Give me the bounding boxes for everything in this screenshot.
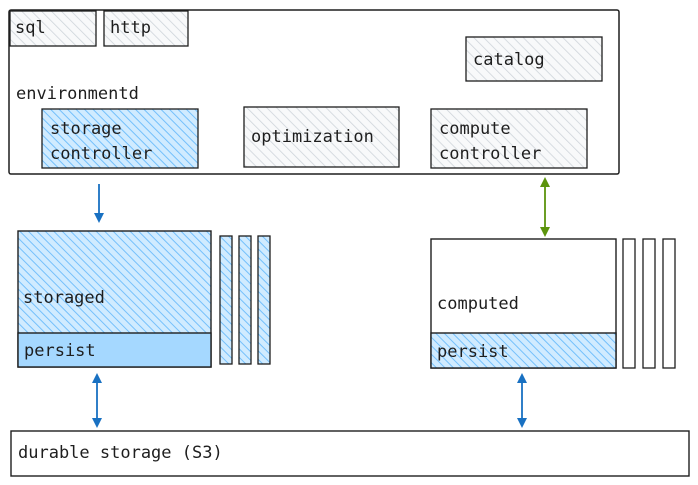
computed-replicas xyxy=(622,238,676,369)
optimization-box: optimization xyxy=(243,106,400,168)
storaged-box: storaged persist xyxy=(17,230,212,368)
storaged-replicas xyxy=(219,235,271,365)
optimization-label: optimization xyxy=(251,127,374,147)
catalog-label: catalog xyxy=(473,50,545,70)
computed-replica xyxy=(642,238,656,369)
computed-persist-label: persist xyxy=(437,342,509,362)
storaged-persist-label: persist xyxy=(24,341,96,361)
compute-controller-label-line2: controller xyxy=(439,144,541,164)
sql-label: sql xyxy=(15,18,46,38)
computed-label: computed xyxy=(437,294,519,314)
catalog-box: catalog xyxy=(465,36,603,82)
sql-box: sql xyxy=(9,10,97,47)
storage-controller-label-line2: controller xyxy=(50,144,152,164)
computed-box: computed persist xyxy=(430,238,617,369)
computed-replica xyxy=(622,238,636,369)
compute-controller-box: compute controller xyxy=(430,108,588,169)
environmentd-label: environmentd xyxy=(16,84,139,104)
durable-storage-label: durable storage (S3) xyxy=(18,443,223,463)
storaged-persist-box xyxy=(17,332,212,368)
computed-replica xyxy=(662,238,676,369)
storaged-replica xyxy=(219,235,233,365)
computed-persist-box xyxy=(430,332,617,369)
http-label: http xyxy=(110,18,151,38)
http-box: http xyxy=(103,10,189,47)
storaged-label: storaged xyxy=(23,288,105,308)
compute-controller-label-line1: compute xyxy=(439,119,511,139)
storaged-replica xyxy=(257,235,271,365)
storage-controller-box: storage controller xyxy=(41,108,199,169)
storage-controller-label-line1: storage xyxy=(50,119,122,139)
durable-storage-box: durable storage (S3) xyxy=(10,430,690,477)
storaged-replica xyxy=(238,235,252,365)
